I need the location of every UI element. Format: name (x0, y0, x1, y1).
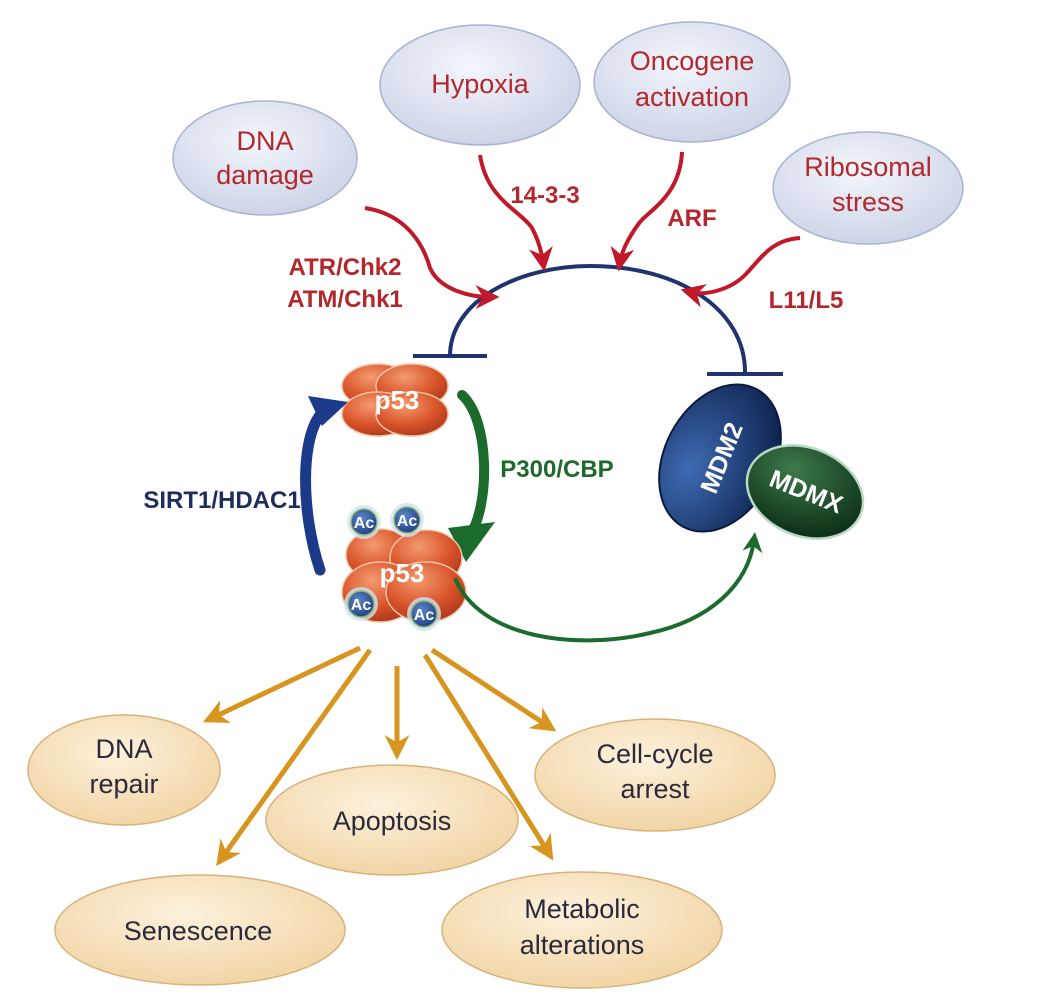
mediator-l11-l5: L11/L5 (769, 287, 844, 314)
deacetylation-arrow (300, 396, 348, 576)
outcome-senescence: Senescence (54, 874, 346, 986)
outcome-label-line: arrest (620, 774, 690, 804)
stress-signal-arrows (364, 151, 801, 309)
acetyl-group: Ac (347, 505, 381, 539)
acetyl-tag: Ac (351, 597, 372, 614)
mediator-arf: ARF (667, 205, 716, 232)
arrow-dna-damage (364, 206, 500, 309)
inhibition-loop (413, 263, 783, 376)
arrow-metabolic-alterations (422, 653, 554, 861)
mdmx-protein (745, 444, 865, 540)
stress-label-line: Hypoxia (431, 69, 530, 99)
stress-label-line: damage (216, 160, 314, 190)
acetyl-group: Ac (390, 503, 424, 537)
acetyl-group: Ac (344, 587, 378, 621)
outcome-dna-repair: DNA repair (27, 714, 221, 826)
outcome-label-line: Apoptosis (333, 806, 452, 836)
stress-ribosomal-stress: Ribosomal stress (772, 131, 964, 245)
p53-label: p53 (375, 385, 420, 415)
arrow-hypoxia (478, 154, 553, 272)
acetyl-tag: Ac (414, 607, 435, 624)
arrow-dna-repair (202, 645, 362, 723)
enzyme-p300-cbp: P300/CBP (500, 456, 613, 483)
stress-label-line: DNA (236, 126, 293, 156)
outcome-label-line: DNA (95, 734, 152, 764)
outcome-cell-cycle-arrest: Cell-cycle arrest (534, 718, 776, 832)
mediator-atm-chk1: ATM/Chk1 (287, 286, 403, 313)
stress-label-line: activation (635, 82, 749, 112)
outcome-label-line: Metabolic (524, 894, 640, 924)
outcome-label-line: alterations (520, 930, 645, 960)
p53-protein: p53 (341, 363, 449, 437)
mediator-atr-chk2: ATR/Chk2 (289, 254, 402, 281)
arrow-ribosomal (680, 236, 801, 308)
outcome-metabolic-alterations: Metabolic alterations (441, 871, 723, 989)
stress-oncogene-activation: Oncogene activation (593, 21, 791, 143)
outcome-arrows (202, 645, 557, 867)
outcome-label-line: Senescence (124, 916, 273, 946)
stress-hypoxia: Hypoxia (379, 24, 581, 146)
stress-label-line: Oncogene (630, 46, 755, 76)
stress-label-line: Ribosomal (804, 152, 932, 182)
acetylated-p53: p53 Ac Ac Ac Ac (341, 503, 467, 631)
mediator-14-3-3: 14-3-3 (510, 182, 579, 209)
acetylated-p53-label: p53 (380, 558, 425, 588)
acetyl-tag: Ac (354, 515, 375, 532)
acetyl-group: Ac (407, 597, 441, 631)
transactivation-arrow-mdm2 (453, 532, 763, 643)
enzyme-sirt1-hdac1: SIRT1/HDAC1 (143, 487, 300, 514)
outcome-label-line: Cell-cycle (596, 739, 713, 769)
mdm2-mdmx-complex: MDM2 MDMX (658, 383, 865, 540)
arrow-cell-cycle-arrest (430, 647, 557, 732)
arrow-senescence (216, 648, 373, 867)
stress-label-line: stress (832, 187, 904, 217)
acetylation-arrow (448, 390, 495, 562)
outcome-label-line: repair (89, 769, 158, 799)
outcome-apoptosis: Apoptosis (265, 764, 519, 876)
acetyl-tag: Ac (397, 513, 418, 530)
arrow-oncogene (610, 151, 684, 272)
stress-dna-damage: DNA damage (172, 100, 358, 216)
